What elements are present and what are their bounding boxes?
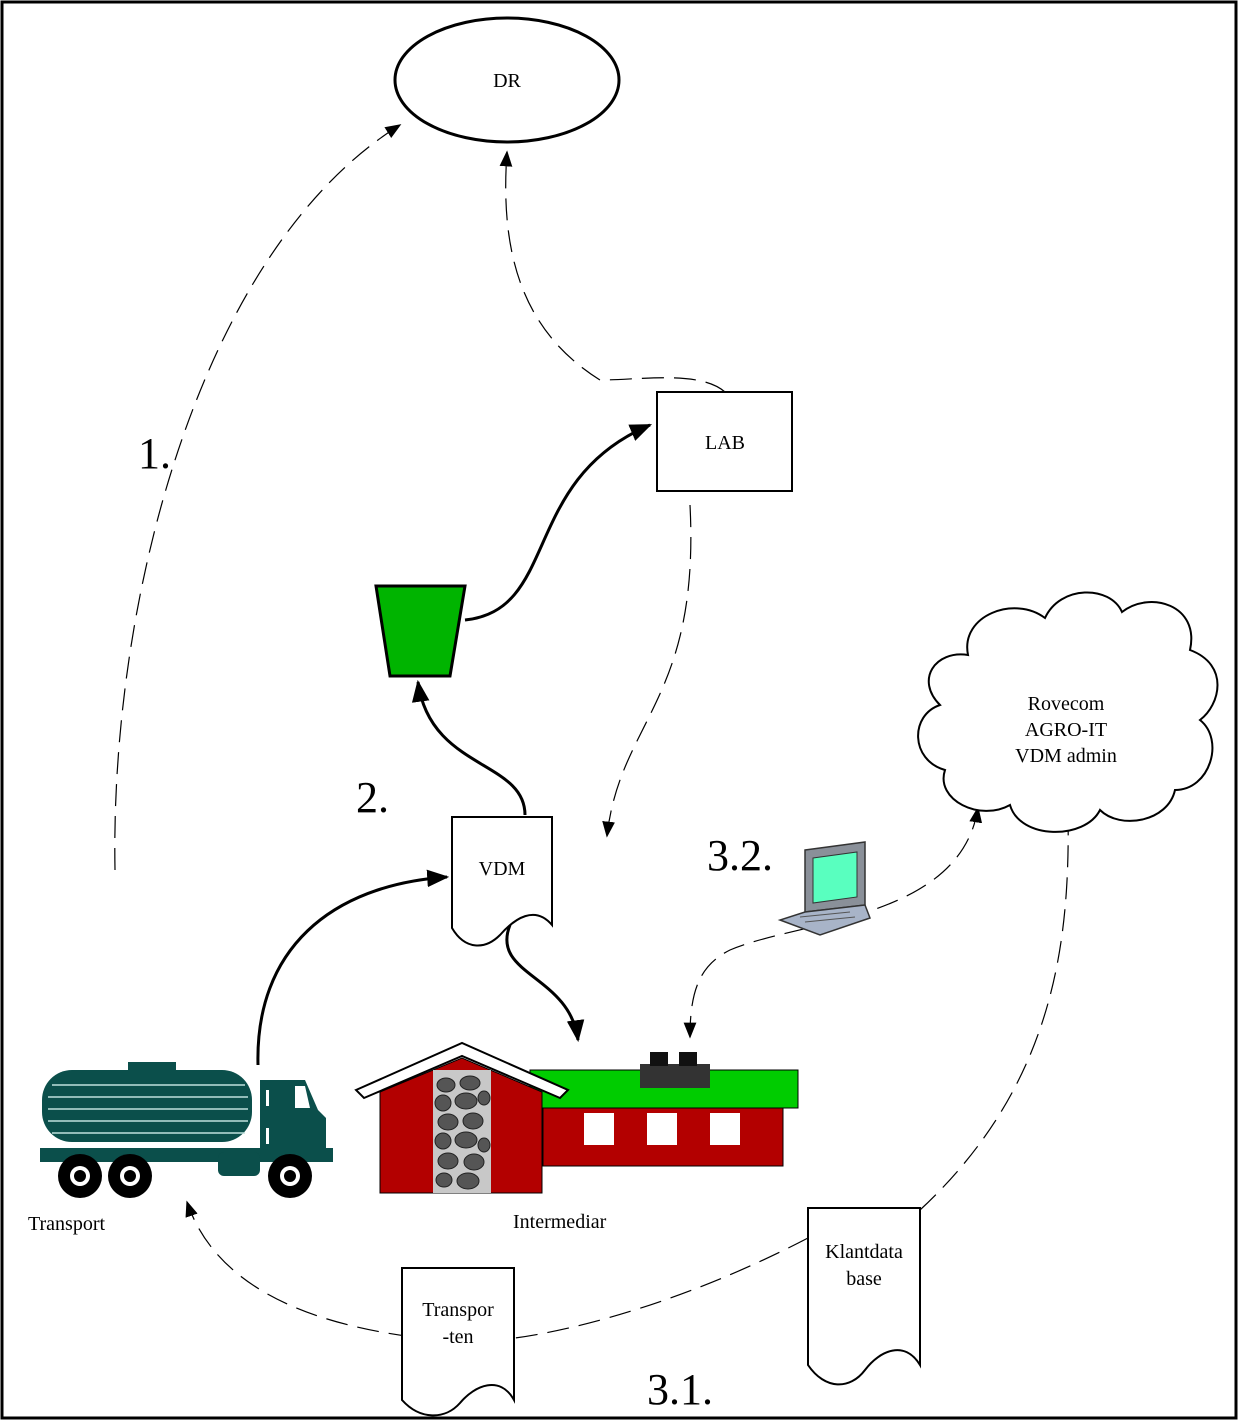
transporten-line-2: -ten	[442, 1326, 473, 1348]
cloud-line-2: AGRO-IT	[1025, 719, 1107, 741]
laptop-icon	[777, 841, 871, 936]
edge-truck-to-vdm	[256, 869, 450, 1066]
sample-bucket-icon	[374, 584, 467, 678]
step-3-2-label: 3.2.	[707, 831, 773, 880]
cloud-line-1: Rovecom	[1028, 693, 1105, 715]
edge-vdm-to-sample	[411, 679, 527, 816]
edge-klantdatabase-to-cloud	[919, 806, 1075, 1211]
step-2-label: 2.	[356, 773, 389, 822]
node-vdm: VDM	[451, 816, 553, 947]
edge-vdm-to-intermediar	[505, 924, 585, 1043]
edge-lab-to-intermediar	[602, 504, 692, 838]
klantdatabase-line-1: Klantdata	[825, 1241, 903, 1263]
node-transporten: Transpor -ten	[401, 1267, 515, 1417]
farm-house-icon	[354, 1041, 799, 1194]
edge-lab-to-dr	[499, 150, 726, 393]
tanker-truck-icon	[40, 1062, 333, 1198]
node-dr-label: DR	[493, 70, 521, 92]
node-cloud: Rovecom AGRO-IT VDM admin	[917, 591, 1219, 833]
cloud-line-3: VDM admin	[1015, 745, 1117, 767]
step-3-1-label: 3.1.	[647, 1365, 713, 1414]
node-lab-label: LAB	[705, 432, 745, 454]
node-klantdatabase: Klantdata base	[807, 1207, 921, 1386]
edge-cloud-intermediar	[683, 806, 983, 1039]
transporten-line-1: Transpor	[422, 1299, 494, 1321]
transport-label: Transport	[28, 1213, 105, 1235]
node-lab: LAB	[656, 391, 793, 492]
node-dr: DR	[393, 16, 621, 144]
step-1-label: 1.	[138, 429, 171, 478]
intermediar-label: Intermediar	[513, 1211, 607, 1233]
edge-truck-to-dr	[114, 124, 402, 871]
klantdatabase-line-2: base	[846, 1268, 882, 1290]
edge-sample-to-lab	[464, 423, 653, 622]
node-vdm-label: VDM	[479, 858, 526, 880]
